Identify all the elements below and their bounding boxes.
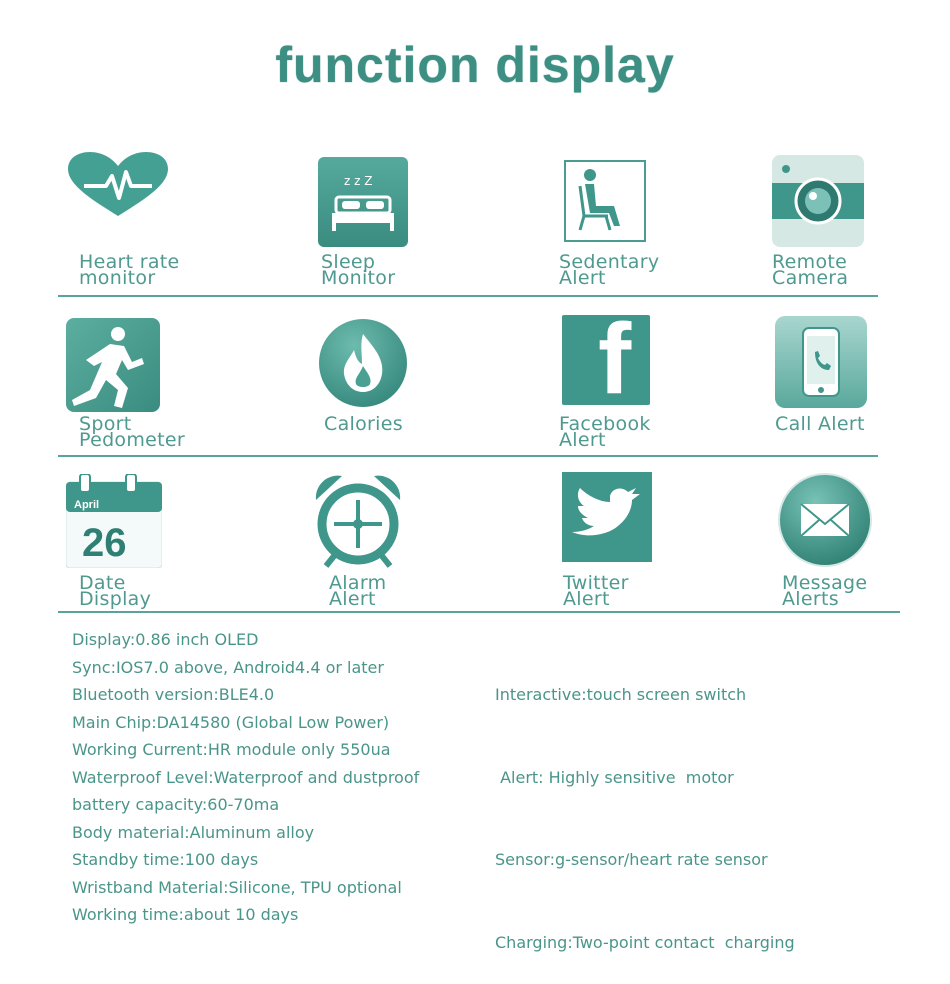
calendar-icon: April 26: [66, 474, 162, 568]
sedentary-chair-icon: [564, 160, 646, 242]
spec-item: Bluetooth version:BLE4.0: [72, 685, 275, 704]
row-divider-3: [58, 611, 900, 613]
spec-item: Main Chip:DA14580 (Global Low Power): [72, 712, 390, 732]
flame-icon: [319, 319, 407, 407]
heart-rate-icon: [68, 152, 168, 216]
calendar-month: April: [74, 499, 99, 511]
spec-list-left: Display:0.86 inch OLED Sync:IOS7.0 above…: [72, 626, 419, 929]
spec-item: Display:0.86 inch OLED: [72, 630, 259, 649]
spec-item: Interactive:touch screen switch: [495, 685, 747, 704]
spec-item: Standby time:100 days: [72, 850, 259, 869]
facebook-icon: f: [562, 315, 650, 405]
row-divider-1: [58, 295, 878, 297]
spec-item: Sensor:g-sensor/heart rate sensor: [495, 850, 768, 869]
spec-item: Waterproof Level:Waterproof and dustproo…: [72, 767, 420, 787]
sleep-zzz: z z Z: [344, 174, 372, 188]
phone-icon: [775, 316, 867, 408]
calendar-day: 26: [82, 521, 127, 565]
runner-icon: [66, 318, 160, 412]
spec-item: Working time:about 10 days: [72, 905, 299, 924]
feature-label-call: Call Alert: [775, 413, 865, 435]
camera-icon: [772, 155, 864, 247]
spec-item: Working Current:HR module only 550ua: [72, 740, 391, 759]
spec-item: Wristband Material:Silicone, TPU optiona…: [72, 877, 402, 897]
spec-item: Sync:IOS7.0 above, Android4.4 or later: [72, 657, 384, 677]
spec-item: Body material:Aluminum alloy: [72, 822, 315, 842]
spec-list-right: Interactive:touch screen switch Alert: H…: [495, 626, 795, 984]
alarm-clock-icon: [315, 475, 401, 568]
twitter-bird-icon: [562, 472, 652, 562]
sleep-bed-icon: z z Z: [318, 157, 408, 247]
feature-label-calories: Calories: [324, 413, 403, 435]
spec-item: battery capacity:60-70ma: [72, 795, 280, 814]
row-divider-2: [58, 455, 878, 457]
spec-item: Alert: Highly sensitive motor: [495, 767, 734, 787]
envelope-icon: [778, 473, 872, 567]
spec-item: Charging:Two-point contact charging: [495, 932, 795, 952]
page-title: function display: [275, 37, 675, 93]
